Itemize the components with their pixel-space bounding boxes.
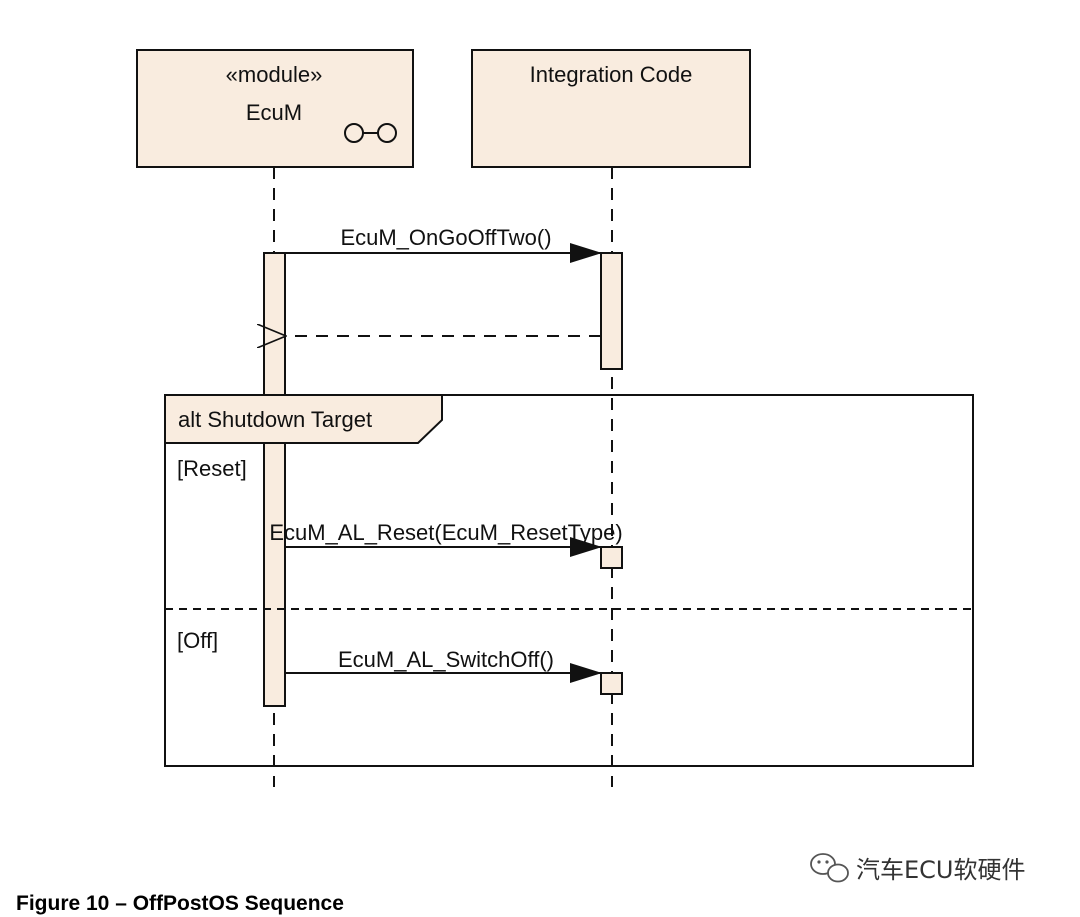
activation-al-switch-off: [600, 672, 623, 695]
activation-al-reset: [600, 546, 623, 569]
message-on-go-off-two: EcuM_OnGoOffTwo(): [285, 225, 602, 263]
alt-frame-border: [164, 394, 974, 767]
message-on-go-off-two-label: EcuM_OnGoOffTwo(): [340, 225, 551, 250]
guard-reset: [Reset]: [177, 456, 247, 481]
message-al-switch-off-label: EcuM_AL_SwitchOff(): [338, 647, 554, 672]
message-al-reset-label: EcuM_AL_Reset(EcuM_ResetType): [269, 520, 622, 545]
lifeline-integration-code-name: Integration Code: [530, 62, 693, 87]
guard-off: [Off]: [177, 628, 218, 653]
watermark-text: 汽车ECU软硬件: [856, 856, 1026, 884]
lifeline-integration-code: Integration Code: [471, 49, 751, 168]
message-al-switch-off: EcuM_AL_SwitchOff(): [285, 647, 623, 695]
wechat-icon: [810, 853, 849, 883]
alt-frame-tab: [164, 394, 443, 444]
message-al-reset: EcuM_AL_Reset(EcuM_ResetType): [269, 520, 623, 569]
watermark: 汽车ECU软硬件: [810, 853, 1026, 884]
lifeline-ecum-name: EcuM: [246, 100, 302, 125]
figure-caption: Figure 10 – OffPostOS Sequence: [16, 892, 344, 915]
component-infinity-icon: [344, 123, 397, 143]
activation-ecum: [263, 252, 286, 707]
lifeline-ecum-stereotype: «module»: [226, 62, 323, 87]
lifeline-integration-code-box: [471, 49, 751, 168]
lifeline-ecum-box: [136, 49, 414, 168]
alt-frame-label: alt Shutdown Target: [178, 407, 372, 432]
alt-frame: alt Shutdown Target [Reset] [Off]: [164, 394, 974, 767]
activation-integration-code: [600, 252, 623, 370]
lifeline-ecum: «module» EcuM: [136, 49, 414, 168]
